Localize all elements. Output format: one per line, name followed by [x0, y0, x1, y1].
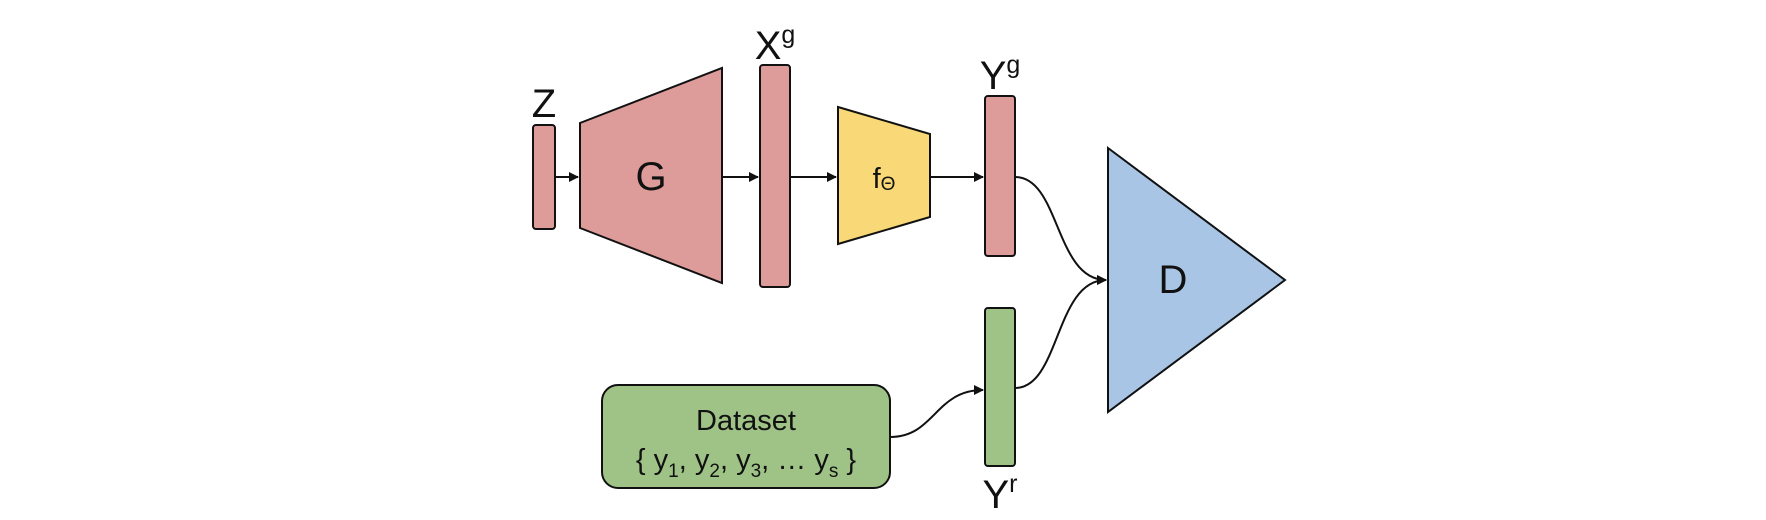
yr-vector: [984, 307, 1016, 467]
discriminator-label: D: [1159, 258, 1188, 302]
generator-g: [579, 66, 723, 285]
yg-label: Yg: [980, 51, 1021, 98]
f-theta-network: [837, 105, 931, 246]
f-theta-label: fΘ: [873, 163, 896, 195]
dataset-samples: { y1, y2, y3, … ys }: [636, 444, 856, 482]
edge-yg-to-d: [1014, 176, 1107, 285]
xg-vector: [759, 64, 791, 288]
xg-label: Xg: [755, 21, 796, 68]
discriminator-d: [1107, 146, 1287, 414]
edge-yr-to-d: [1014, 275, 1107, 389]
yg-vector: [984, 95, 1016, 257]
dataset-title: Dataset: [696, 405, 796, 437]
yr-label: Yr: [982, 470, 1017, 517]
z-vector: [532, 124, 556, 230]
z-label: Z: [532, 82, 556, 126]
generator-label: G: [635, 155, 666, 199]
edge-dataset-to-yr: [889, 385, 984, 438]
